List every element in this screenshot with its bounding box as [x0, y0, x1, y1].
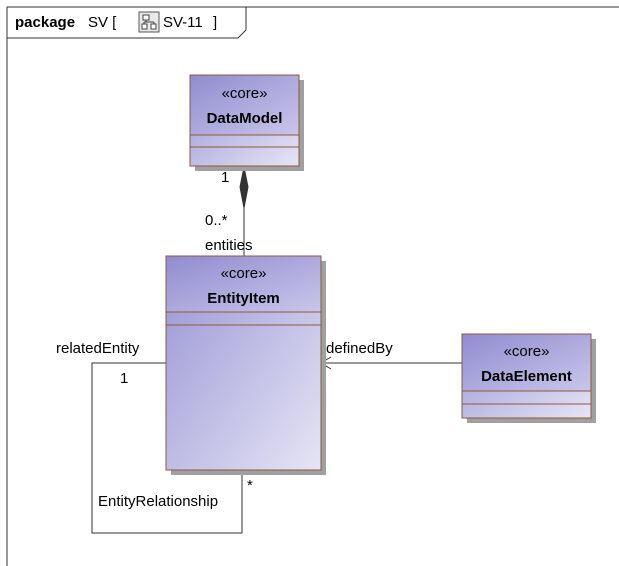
class-stereotype: «core» [504, 343, 550, 360]
composition-source-multiplicity: 1 [221, 169, 229, 186]
frame-tab [6, 6, 247, 39]
composition-target-multiplicity: 0..* [205, 212, 228, 229]
related-entity-target-multiplicity: * [247, 477, 253, 494]
defined-by-association[interactable] [320, 356, 462, 370]
related-entity-source-multiplicity: 1 [120, 370, 128, 387]
class-name: DataElement [481, 368, 572, 385]
class-entity-item[interactable]: «core» EntityItem [165, 255, 326, 475]
composition-target-role: entities [205, 237, 253, 254]
entity-relationship-name-label: EntityRelationship [98, 493, 218, 510]
class-data-model[interactable]: «core» DataModel [189, 74, 304, 171]
composition-diamond [239, 166, 249, 209]
class-name: EntityItem [207, 290, 280, 307]
entity-relationship-association[interactable] [91, 362, 243, 534]
class-header [165, 255, 322, 313]
frame-keyword: package [15, 14, 75, 31]
class-stereotype: «core» [221, 265, 267, 282]
class-name: DataModel [207, 110, 283, 127]
package-frame: package SV [ SV-11 ] [6, 6, 619, 566]
frame-name-prefix: SV [ [88, 14, 117, 31]
defined-by-role-label: definedBy [326, 340, 393, 357]
class-stereotype: «core» [222, 85, 268, 102]
class-header [461, 333, 592, 392]
frame-diagram-id: SV-11 [163, 14, 203, 31]
class-data-element[interactable]: «core» DataElement [461, 333, 596, 423]
frame-name-suffix: ] [213, 14, 217, 31]
class-header [189, 74, 300, 136]
entity-relationship-line [91, 362, 243, 534]
class-diagram-icon [138, 11, 160, 33]
composition-association[interactable] [239, 166, 249, 256]
related-entity-role-label: relatedEntity [56, 340, 140, 357]
